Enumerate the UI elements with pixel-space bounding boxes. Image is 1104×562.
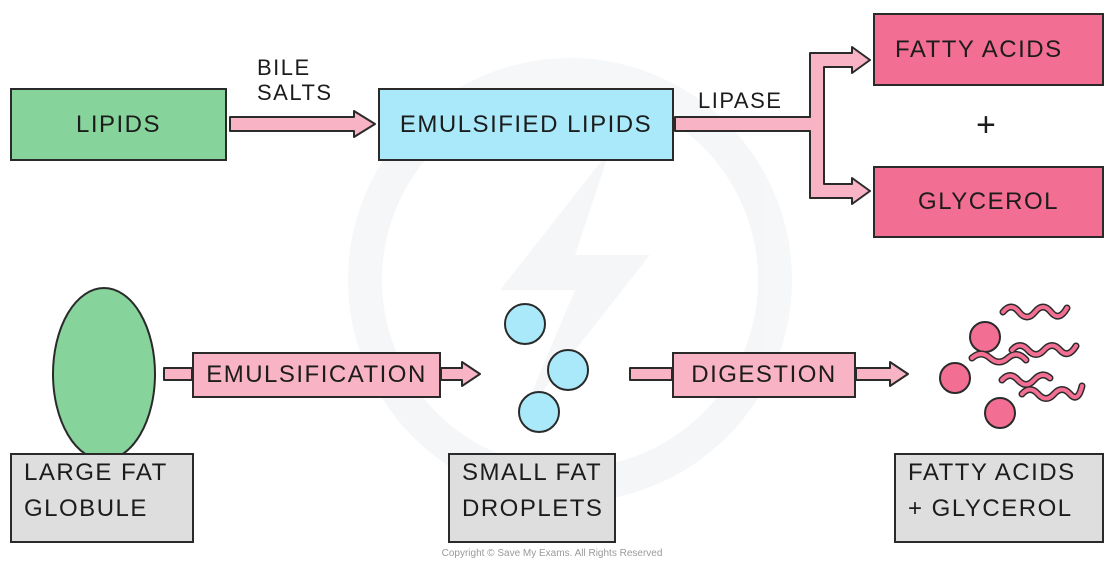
plus-sign: + xyxy=(976,106,996,144)
glycerol-circle xyxy=(939,362,971,394)
large-fat-line1: LARGE FAT xyxy=(24,459,168,486)
emulsification-arrow xyxy=(163,361,481,387)
small-droplet xyxy=(518,391,560,433)
small-droplet xyxy=(504,303,546,345)
digestion-box: DIGESTION xyxy=(672,352,856,398)
lipase-branch-arrow xyxy=(674,46,871,205)
lipase-label: LIPASE xyxy=(698,88,783,113)
bile-salts-label: BILE SALTS xyxy=(257,55,333,106)
small-fat-line1: SMALL FAT xyxy=(462,459,603,486)
emulsification-label: EMULSIFICATION xyxy=(206,361,427,388)
small-fat-line2: DROPLETS xyxy=(462,495,604,522)
products-line2: + GLYCEROL xyxy=(908,495,1073,522)
glycerol-label: GLYCEROL xyxy=(918,188,1059,215)
fatty-acids-box: FATTY ACIDS xyxy=(873,13,1104,86)
emulsified-lipids-label: EMULSIFIED LIPIDS xyxy=(399,110,653,138)
large-fat-line2: GLOBULE xyxy=(24,495,148,522)
glycerol-circle xyxy=(984,397,1016,429)
copyright-text: Copyright © Save My Exams. All Rights Re… xyxy=(441,548,663,559)
glycerol-circle xyxy=(969,321,1001,353)
lipids-label: LIPIDS xyxy=(75,110,162,138)
bile-salts-arrow xyxy=(229,110,376,138)
bile-salts-line2: SALTS xyxy=(257,80,333,106)
large-fat-globule xyxy=(52,287,156,461)
lipids-box: LIPIDS xyxy=(10,88,227,161)
glycerol-molecules xyxy=(939,321,1016,429)
products-line1: FATTY ACIDS xyxy=(908,459,1076,486)
emulsification-box: EMULSIFICATION xyxy=(192,352,441,398)
large-fat-globule-label: LARGE FAT GLOBULE xyxy=(10,453,194,543)
small-droplet xyxy=(547,349,589,391)
fatty-acids-label: FATTY ACIDS xyxy=(895,35,1063,63)
bile-salts-line1: BILE xyxy=(257,55,311,80)
fatty-acid-chains xyxy=(968,303,1086,402)
glycerol-box: GLYCEROL xyxy=(873,166,1104,238)
fatty-acids-glycerol-label: FATTY ACIDS + GLYCEROL xyxy=(894,453,1104,543)
digestion-label: DIGESTION xyxy=(691,361,837,388)
emulsified-lipids-box: EMULSIFIED LIPIDS xyxy=(378,88,674,161)
small-fat-droplets xyxy=(504,303,589,433)
small-fat-droplets-label: SMALL FAT DROPLETS xyxy=(448,453,616,543)
